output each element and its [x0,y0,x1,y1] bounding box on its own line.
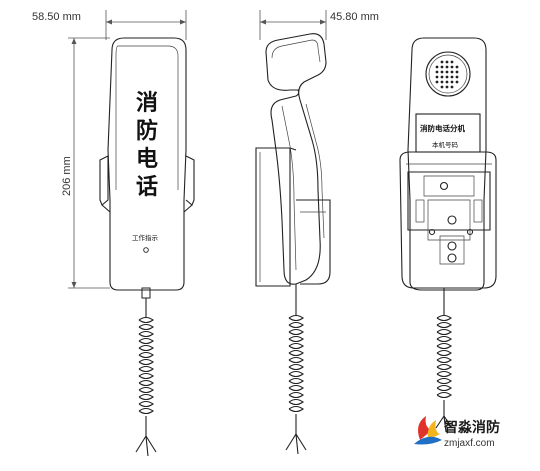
width-front-label: 58.50 mm [32,11,81,23]
front-label-char-4: 话 [136,175,158,200]
brand-url: zmjaxf.com [444,438,495,449]
dimension-width-front: 58.50 mm [32,10,187,40]
height-label: 206 mm [61,156,73,196]
indicator-led-icon [143,247,149,253]
brand-name: 智淼消防 [443,419,500,436]
front-label-char-3: 电 [136,147,158,172]
coiled-cord-icon [436,314,452,399]
front-label-char-1: 消 [136,91,158,116]
watermark: 智淼消防 zmjaxf.com [414,416,500,449]
flame-swirl-icon [414,416,442,445]
dimension-width-side: 45.80 mm [259,10,379,40]
panel-title: 消防电话分机 [420,123,465,133]
indicator-label: 工作指示 [132,233,159,242]
dimension-height: 206 mm [61,37,110,289]
back-view: 消防电话分机 本机号码 [399,37,497,433]
panel-number-label: 本机号码 [432,140,459,149]
front-view: 消 防 电 话 工作指示 [99,37,195,457]
mount-hole-icon [447,253,457,263]
mount-hole-icon [447,241,457,251]
width-side-label: 45.80 mm [330,11,379,23]
mount-hole-icon [439,181,449,191]
earpiece-icon [425,51,471,97]
coiled-cord-icon [138,316,154,415]
front-label-char-2: 防 [136,119,158,144]
side-view [255,33,331,455]
earpiece-holes-icon [435,60,459,89]
coiled-cord-icon [288,314,304,413]
